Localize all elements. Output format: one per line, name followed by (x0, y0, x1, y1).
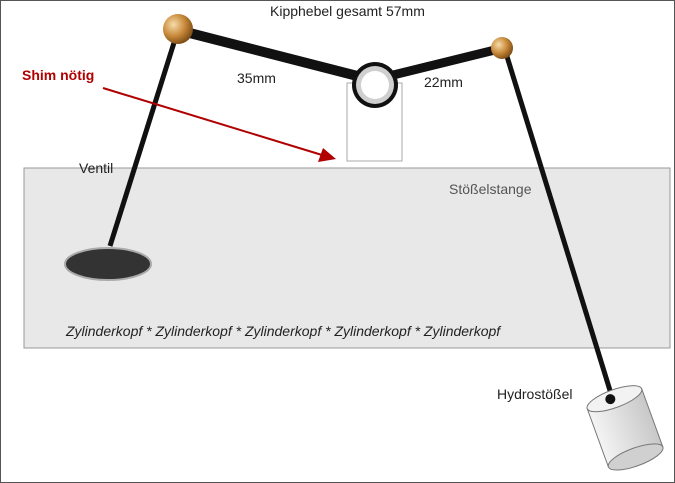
cylinder-head-label: Zylinderkopf * Zylinderkopf * Zylinderko… (66, 323, 501, 339)
pushrod-label: Stößelstange (449, 181, 532, 197)
right-arm-length-label: 22mm (424, 74, 463, 90)
shim-arrow-head (318, 148, 336, 162)
shim-arrow-line (102, 87, 323, 156)
shim-note-label: Shim nötig (22, 67, 95, 83)
left-arm-length-label: 35mm (237, 70, 276, 86)
valve-label: Ventil (79, 160, 114, 176)
rocker-arm-left (176, 25, 375, 85)
ball-end-left (163, 14, 193, 44)
pushrod-rod (502, 49, 615, 398)
valve-stem (107, 29, 181, 247)
rocker-total-length-label: Kipphebel gesamt 57mm (270, 3, 425, 19)
hydraulic-lifter (586, 385, 664, 471)
lifter-label: Hydrostößel (497, 386, 573, 402)
pivot-ring-hole (361, 71, 389, 99)
ball-end-right (491, 37, 513, 59)
valve-head (64, 247, 152, 281)
